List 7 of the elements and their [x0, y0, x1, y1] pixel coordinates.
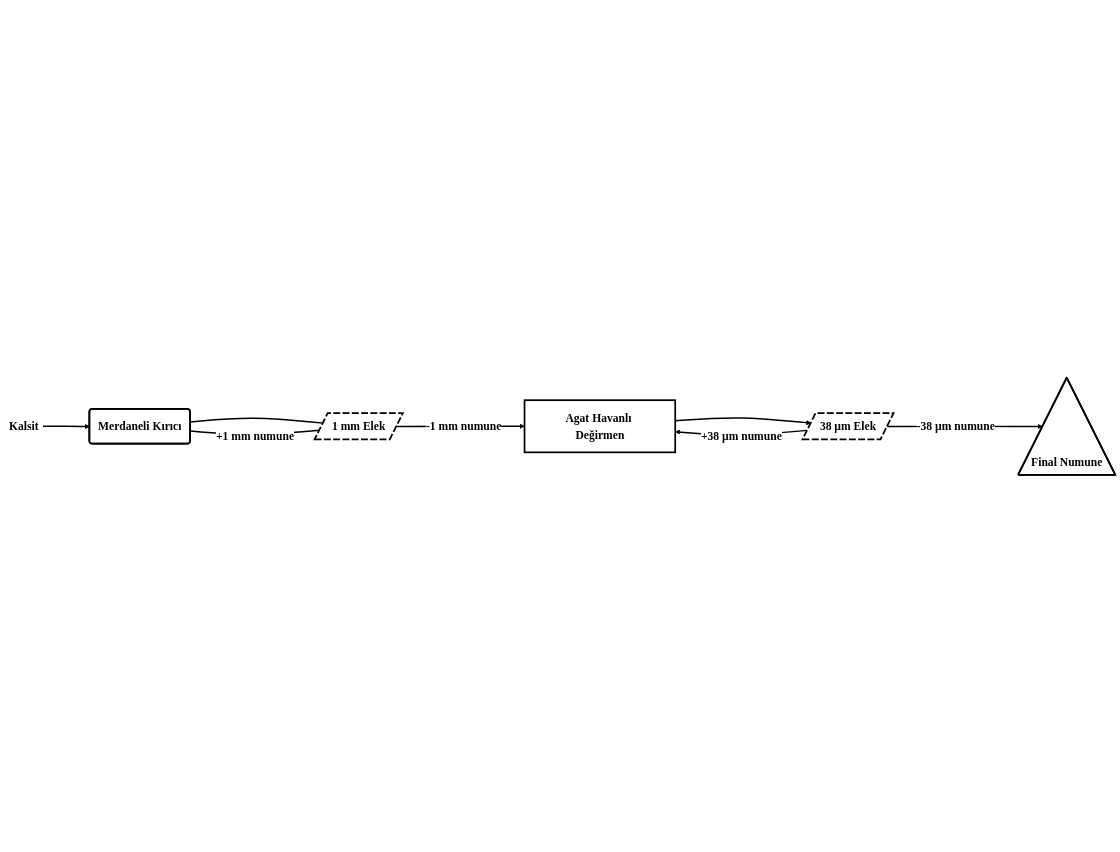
edge-label: +38 µm numune	[700, 429, 782, 443]
edge-label: +1 mm numune	[215, 429, 295, 443]
arrow	[42, 423, 90, 429]
node-box: Agat Havanlı Değirmen	[523, 399, 677, 453]
edge-label: -1 mm numune	[425, 419, 502, 433]
node-text: Kalsit	[9, 419, 39, 433]
edge-label: -38 µm numune	[916, 419, 995, 433]
